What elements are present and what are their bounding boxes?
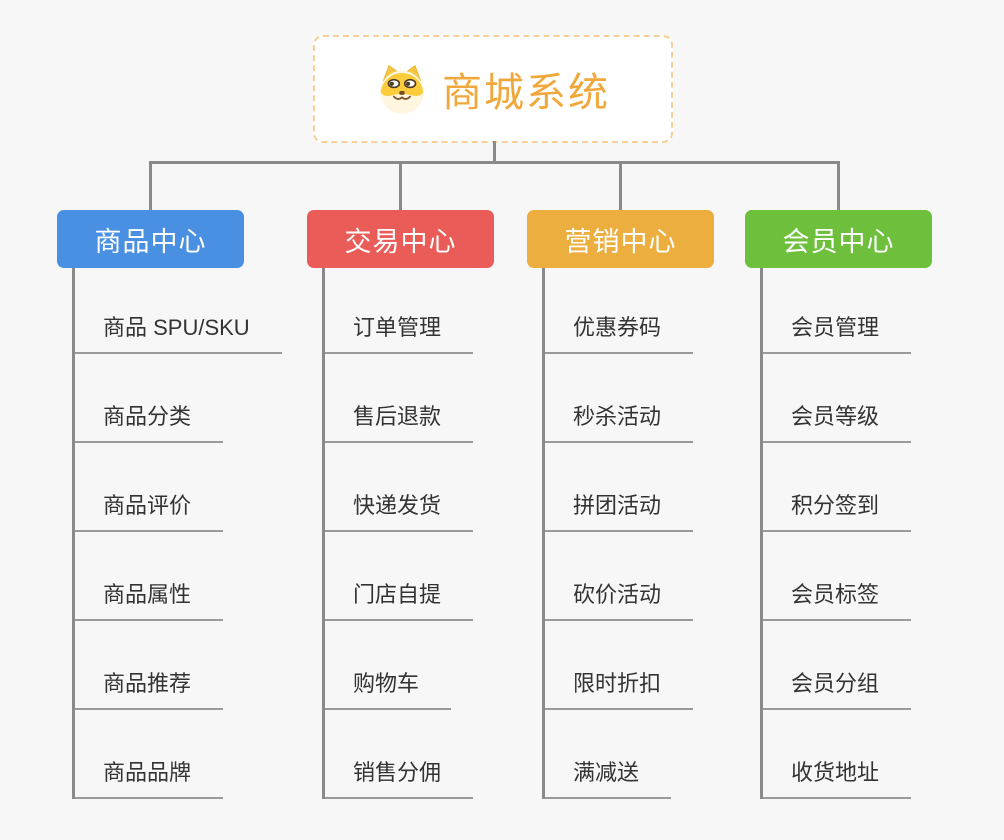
leaf-node[interactable]: 会员管理 [763, 310, 912, 354]
branch-product-center: 商品中心 商品 SPU/SKU 商品分类 商品评价 商品属性 商品推荐 商品品牌 [57, 210, 297, 799]
branch-trunk: 会员管理 会员等级 积分签到 会员标签 会员分组 收货地址 [760, 268, 985, 799]
leaf-node[interactable]: 会员标签 [763, 577, 912, 621]
leaf-node[interactable]: 优惠券码 [545, 310, 694, 354]
leaf-node[interactable]: 收货地址 [763, 755, 912, 799]
leaf-node[interactable]: 商品评价 [75, 488, 224, 532]
leaf-node[interactable]: 门店自提 [325, 577, 474, 621]
leaf-row: 收货地址 [763, 710, 985, 799]
leaf-row: 商品品牌 [75, 710, 297, 799]
leaf-node[interactable]: 商品分类 [75, 399, 224, 443]
leaf-node[interactable]: 商品属性 [75, 577, 224, 621]
leaf-row: 会员等级 [763, 354, 985, 443]
leaf-row: 售后退款 [325, 354, 547, 443]
leaf-row: 砍价活动 [545, 532, 767, 621]
leaf-node[interactable]: 砍价活动 [545, 577, 694, 621]
leaf-node[interactable]: 会员分组 [763, 666, 912, 710]
leaf-row: 秒杀活动 [545, 354, 767, 443]
connector-drop-marketing [619, 161, 622, 210]
leaf-row: 商品分类 [75, 354, 297, 443]
leaf-node[interactable]: 快递发货 [325, 488, 474, 532]
leaf-row: 积分签到 [763, 443, 985, 532]
branch-trunk: 商品 SPU/SKU 商品分类 商品评价 商品属性 商品推荐 商品品牌 [72, 268, 297, 799]
leaf-row: 商品评价 [75, 443, 297, 532]
leaf-row: 购物车 [325, 621, 547, 710]
leaf-node[interactable]: 会员等级 [763, 399, 912, 443]
leaf-node[interactable]: 商品 SPU/SKU [75, 310, 282, 354]
leaf-row: 商品属性 [75, 532, 297, 621]
leaf-node[interactable]: 拼团活动 [545, 488, 694, 532]
leaf-row: 满减送 [545, 710, 767, 799]
leaf-node[interactable]: 积分签到 [763, 488, 912, 532]
leaf-row: 订单管理 [325, 268, 547, 354]
leaf-node[interactable]: 销售分佣 [325, 755, 474, 799]
leaf-row: 会员标签 [763, 532, 985, 621]
leaf-node[interactable]: 售后退款 [325, 399, 474, 443]
leaf-node[interactable]: 满减送 [545, 755, 672, 799]
leaf-node[interactable]: 购物车 [325, 666, 452, 710]
leaf-row: 门店自提 [325, 532, 547, 621]
leaf-row: 会员分组 [763, 621, 985, 710]
leaf-row: 商品推荐 [75, 621, 297, 710]
root-title: 商城系统 [442, 71, 610, 115]
connector-drop-member [837, 161, 840, 210]
category-node-product-center[interactable]: 商品中心 [57, 210, 244, 268]
connector-drop-trade [399, 161, 402, 210]
leaf-node[interactable]: 商品推荐 [75, 666, 224, 710]
connector-spine [149, 161, 840, 164]
branch-trade-center: 交易中心 订单管理 售后退款 快递发货 门店自提 购物车 销售分佣 [307, 210, 547, 799]
branch-trunk: 订单管理 售后退款 快递发货 门店自提 购物车 销售分佣 [322, 268, 547, 799]
leaf-row: 销售分佣 [325, 710, 547, 799]
leaf-row: 商品 SPU/SKU [75, 268, 297, 354]
leaf-node[interactable]: 限时折扣 [545, 666, 694, 710]
branch-member-center: 会员中心 会员管理 会员等级 积分签到 会员标签 会员分组 收货地址 [745, 210, 985, 799]
category-node-trade-center[interactable]: 交易中心 [307, 210, 494, 268]
connector-root-drop [493, 141, 496, 163]
leaf-row: 优惠券码 [545, 268, 767, 354]
leaf-row: 会员管理 [763, 268, 985, 354]
leaf-row: 拼团活动 [545, 443, 767, 532]
category-node-marketing-center[interactable]: 营销中心 [527, 210, 714, 268]
category-node-member-center[interactable]: 会员中心 [745, 210, 932, 268]
connector-drop-product [149, 161, 152, 210]
dog-face-icon [376, 63, 428, 115]
leaf-row: 快递发货 [325, 443, 547, 532]
branch-marketing-center: 营销中心 优惠券码 秒杀活动 拼团活动 砍价活动 限时折扣 满减送 [527, 210, 767, 799]
leaf-node[interactable]: 秒杀活动 [545, 399, 694, 443]
leaf-row: 限时折扣 [545, 621, 767, 710]
root-node-mall-system[interactable]: 商城系统 [313, 35, 673, 143]
branch-trunk: 优惠券码 秒杀活动 拼团活动 砍价活动 限时折扣 满减送 [542, 268, 767, 799]
leaf-node[interactable]: 订单管理 [325, 310, 474, 354]
leaf-node[interactable]: 商品品牌 [75, 755, 224, 799]
